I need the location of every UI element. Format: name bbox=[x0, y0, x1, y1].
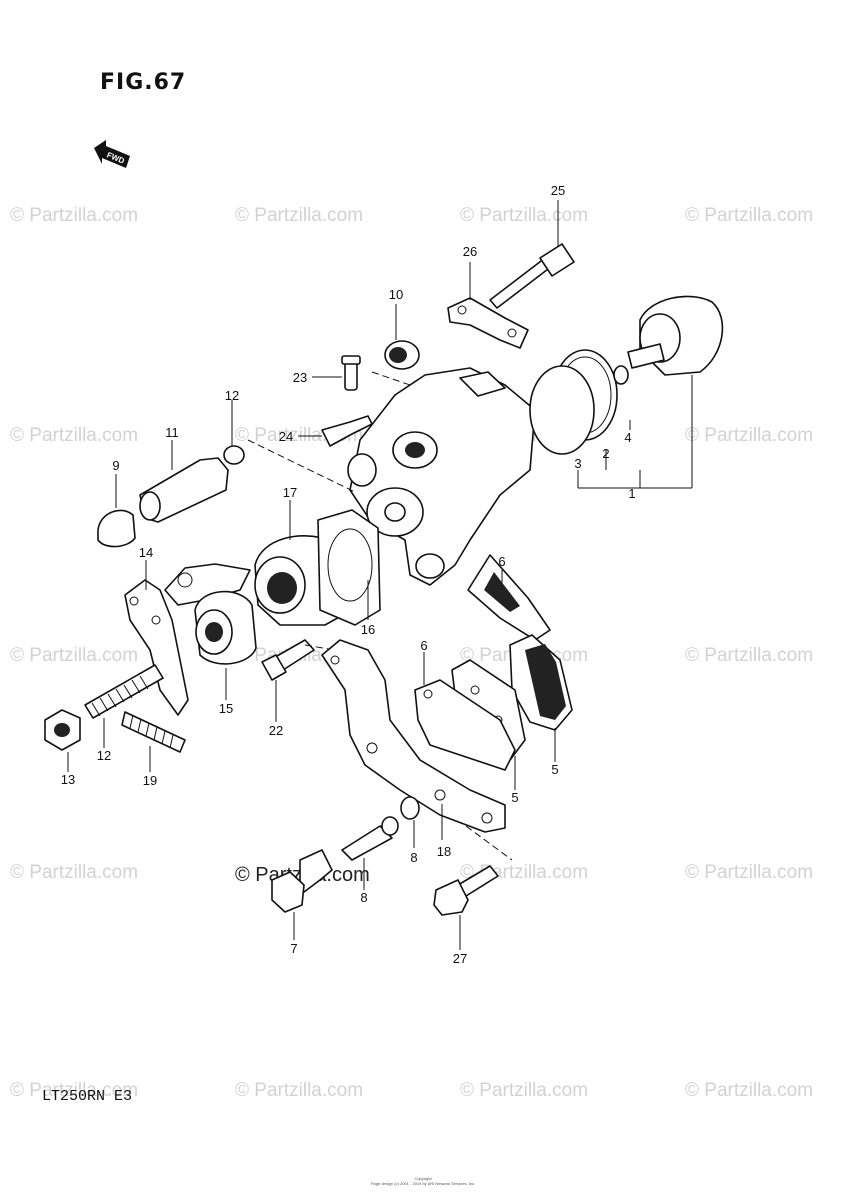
callout-18: 16 bbox=[361, 622, 375, 637]
callout-5-front: 5 bbox=[511, 790, 518, 805]
part-16-lever[interactable] bbox=[124, 579, 189, 716]
watermark: © Partzilla.com bbox=[685, 1080, 814, 1101]
callout-27: 27 bbox=[453, 951, 467, 966]
part-15-nut[interactable] bbox=[44, 709, 81, 751]
callout-16: 14 bbox=[139, 545, 153, 560]
callout-10: 8 bbox=[410, 850, 417, 865]
model-code: LT250RN E3 bbox=[42, 1088, 133, 1105]
watermark: © Partzilla.com bbox=[685, 645, 814, 666]
part-6-shim[interactable] bbox=[414, 679, 516, 771]
caliper-body[interactable] bbox=[347, 367, 536, 586]
part-10-washer[interactable] bbox=[400, 796, 420, 820]
part-27-bolt[interactable] bbox=[433, 865, 499, 916]
callout-23: 26 bbox=[463, 244, 477, 259]
part-21-spring[interactable] bbox=[121, 711, 186, 753]
callout-12-left: 9 bbox=[112, 458, 119, 473]
part-13-o-ring[interactable] bbox=[223, 445, 245, 465]
callout-17: 15 bbox=[219, 701, 233, 716]
watermark: © Partzilla.com bbox=[10, 862, 139, 883]
callout-7: 6 bbox=[498, 554, 505, 569]
part-3-seal[interactable] bbox=[529, 365, 595, 455]
callout-26: 24 bbox=[279, 429, 293, 444]
watermark: © Partzilla.com bbox=[10, 645, 139, 666]
callout-25: 23 bbox=[293, 370, 307, 385]
part-11-slide-pin[interactable] bbox=[139, 457, 229, 523]
watermark: © Partzilla.com bbox=[460, 205, 589, 226]
watermark: © Partzilla.com bbox=[235, 205, 364, 226]
callout-4: 4 bbox=[624, 430, 631, 445]
part-17-cam[interactable] bbox=[194, 590, 257, 665]
figure-title: FIG.67 bbox=[100, 70, 187, 95]
part-25-bleeder-screw[interactable] bbox=[341, 355, 361, 391]
callout-14: 12 bbox=[97, 748, 111, 763]
callout-12-top: 10 bbox=[389, 287, 403, 302]
part-22-bolt[interactable] bbox=[489, 243, 575, 309]
watermark: © Partzilla.com bbox=[460, 1080, 589, 1101]
part-4-piston[interactable] bbox=[627, 295, 724, 376]
part-7-pad-spring[interactable] bbox=[467, 554, 551, 641]
watermark: © Partzilla.com bbox=[685, 862, 814, 883]
part-23-lock-plate[interactable] bbox=[447, 297, 529, 349]
callout-22: 25 bbox=[551, 183, 565, 198]
lever-arm[interactable] bbox=[164, 563, 251, 606]
watermark: © Partzilla.com bbox=[10, 425, 139, 446]
callout-2: 2 bbox=[602, 446, 609, 461]
callout-11: 11 bbox=[165, 425, 179, 440]
callout-8: 7 bbox=[290, 941, 297, 956]
callout-1: 1 bbox=[628, 486, 635, 501]
part-12-boot-left[interactable] bbox=[97, 509, 136, 548]
part-4-ring[interactable] bbox=[613, 365, 629, 385]
watermark: © Partzilla.com bbox=[685, 425, 814, 446]
part-12-boot-top[interactable] bbox=[384, 340, 420, 370]
part-24-screw[interactable] bbox=[261, 639, 315, 681]
callout-13: 12 bbox=[225, 388, 239, 403]
part-14-spring[interactable] bbox=[84, 664, 164, 719]
callout-9: 8 bbox=[360, 890, 367, 905]
callout-21: 19 bbox=[143, 773, 157, 788]
copyright-notice: Copyright Page design (c) 2001 - 2019 by… bbox=[370, 1176, 476, 1186]
part-18-gasket[interactable] bbox=[317, 509, 381, 626]
part-8-bolt[interactable] bbox=[271, 849, 333, 913]
callout-3: 3 bbox=[574, 456, 581, 471]
forward-arrow-icon: FWD bbox=[94, 140, 130, 168]
part-20-bracket[interactable] bbox=[321, 639, 506, 833]
part-9-pin[interactable] bbox=[341, 816, 399, 861]
callout-24: 22 bbox=[269, 723, 283, 738]
callout-6: 6 bbox=[420, 638, 427, 653]
watermark: © Partzilla.com bbox=[235, 1080, 364, 1101]
callout-19: 17 bbox=[283, 485, 297, 500]
watermark: © Partzilla.com bbox=[685, 205, 814, 226]
callout-5-rear: 5 bbox=[551, 762, 558, 777]
watermark: © Partzilla.com bbox=[10, 205, 139, 226]
callout-20: 18 bbox=[437, 844, 451, 859]
callout-15: 13 bbox=[61, 772, 75, 787]
watermark: © Partzilla.com bbox=[10, 1080, 139, 1101]
